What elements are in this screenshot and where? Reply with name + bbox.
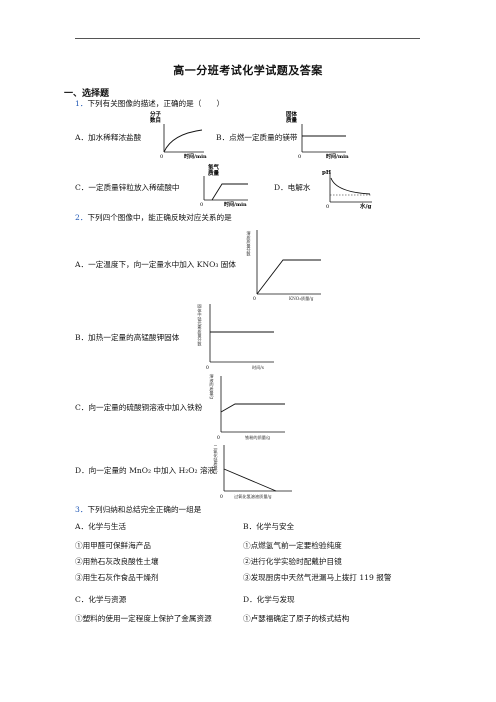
q1b-xlabel: 时间/min (326, 153, 349, 160)
q2b-xlabel: 时间/s (252, 364, 264, 371)
q3-b-item-1: ①点燃氢气前一定要检验纯度 (243, 541, 342, 550)
q3-group-b-head[interactable]: B．化学与安全 (243, 522, 295, 531)
q1a-origin: 0 (160, 154, 163, 160)
q2a-xlabel: KNO₃质量/g (289, 295, 314, 302)
q2-graph-c: 溶液的质量/g 0 铁粉的质量/g (209, 373, 285, 441)
q2-number: 2． (75, 213, 88, 222)
q1c-ylabel2: 质量 (208, 169, 220, 177)
q2d-origin: 0 (220, 494, 223, 500)
q1-stem: 1．下列有关图像的描述，正确的是（ ） (75, 99, 224, 109)
q1-option-c[interactable]: C．一定质量锌粒放入稀硫酸中 (75, 183, 180, 192)
q2b-ylabel: 固体中锰元素质量分数 (197, 304, 203, 348)
q1d-origin: 0 (326, 204, 329, 210)
q1a-ylabel1: 分子 (150, 110, 162, 118)
q2-text: 下列四个图像中，能正确反映对应关系的是 (87, 213, 232, 222)
q1-text: 下列有关图像的描述，正确的是（ ） (87, 99, 225, 108)
page-title: 高一分班考试化学试题及答案 (173, 64, 323, 77)
q2-option-b[interactable]: B．加热一定量的高锰酸钾固体 (75, 333, 180, 342)
q3-stem: 3．下列归纳和总结完全正确的一组是 (75, 505, 201, 515)
q3-c-item-1: ①塑料的使用一定程度上保护了金属资源 (75, 614, 212, 623)
q1-option-b[interactable]: B．点燃一定质量的镁带 (216, 133, 298, 142)
q2c-origin: 0 (217, 435, 220, 441)
q2d-ylabel: 二氧化锰质量/g (213, 445, 219, 475)
q3-group-c-head[interactable]: C．化学与资源 (75, 595, 127, 604)
q1c-xlabel: 时间/min (224, 201, 247, 208)
q3-b-item-2: ②进行化学实验时配戴护目镜 (243, 557, 342, 566)
q1a-xlabel: 时间/min (184, 153, 207, 160)
q3-text: 下列归纳和总结完全正确的一组是 (87, 505, 202, 514)
q3-a-item-3: ③用生石灰作食品干燥剂 (75, 573, 159, 582)
q2-graph-a: 溶质质量分数 0 KNO₃质量/g (246, 230, 321, 302)
section-heading: 一、选择题 (64, 89, 110, 99)
q1-number: 1． (75, 99, 88, 108)
q3-b-item-3: ③发现厨房中天然气泄漏马上拨打 119 报警 (243, 573, 392, 582)
q2-graph-b: 固体中锰元素质量分数 0 时间/s (197, 304, 274, 371)
q1-graph-d: pH 0 水/g (322, 170, 372, 210)
q1-option-d[interactable]: D．电解水 (274, 183, 311, 192)
header-rule (75, 38, 420, 39)
q1c-origin: 0 (200, 202, 203, 208)
q1-graph-a: 分子 数目 0 时间/min (150, 110, 207, 160)
q2c-ylabel: 溶液的质量/g (209, 373, 215, 400)
q3-group-a-head[interactable]: A．化学与生活 (75, 522, 127, 531)
q2a-origin: 0 (253, 296, 256, 302)
q1c-ylabel1: 氢气 (208, 163, 220, 171)
q3-d-item-1: ①卢瑟福确定了原子的核式结构 (243, 614, 350, 623)
q1b-ylabel2: 质量 (286, 116, 298, 124)
q2-option-a[interactable]: A．一定温度下，向一定量水中加入 KNO₃ 固体 (75, 260, 236, 269)
q1-graph-b: 固体 质量 0 时间/min (286, 110, 349, 160)
q2c-xlabel: 铁粉的质量/g (245, 434, 270, 441)
q1-graph-c: 氢气 质量 0 时间/min (200, 163, 248, 208)
q1d-xlabel: 水/g (360, 202, 372, 210)
q3-number: 3． (75, 505, 88, 514)
q1d-ylabel1: pH (322, 170, 331, 176)
q2-option-d[interactable]: D．向一定量的 MnO₂ 中加入 H₂O₂ 溶液 (75, 466, 216, 475)
q2-option-c[interactable]: C．向一定量的硫酸铜溶液中加入铁粉 (75, 403, 203, 412)
q3-a-item-2: ②用熟石灰改良酸性土壤 (75, 557, 159, 566)
q3-a-item-1: ①用甲醛可保鲜海产品 (75, 541, 151, 550)
q1b-ylabel1: 固体 (286, 110, 298, 118)
q1-option-a[interactable]: A．加水稀释浓盐酸 (75, 133, 142, 142)
q2-graph-d: 二氧化锰质量/g 0 过氧化氢溶液质量/g (213, 445, 292, 500)
q3-group-d-head[interactable]: D．化学与发现 (243, 595, 295, 604)
q2a-ylabel: 溶质质量分数 (246, 230, 252, 258)
q2-stem: 2．下列四个图像中，能正确反映对应关系的是 (75, 213, 232, 223)
q1a-ylabel2: 数目 (150, 116, 161, 124)
q2b-origin: 0 (206, 365, 209, 371)
q2d-xlabel: 过氧化氢溶液质量/g (234, 493, 272, 500)
q1b-origin: 0 (298, 154, 301, 160)
